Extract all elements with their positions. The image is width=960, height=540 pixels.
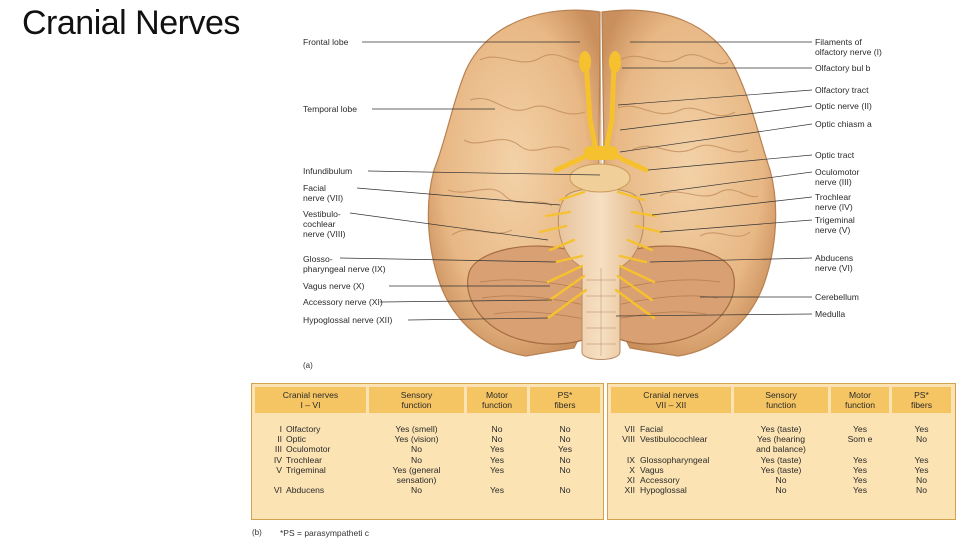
table-cell-names: Vestibulocochlear xyxy=(640,434,708,445)
table-cell-ps: Yes xyxy=(914,454,929,465)
table-cell-ps: No xyxy=(559,464,571,475)
table-cell-ps: No xyxy=(559,485,571,496)
table-cell-numerals: XI xyxy=(626,475,635,485)
table-cell-motor: Yes xyxy=(489,485,505,496)
table-cell-motor: Yes xyxy=(489,454,505,465)
table-cell-numerals: X xyxy=(629,464,635,475)
table-cell-sensory: Yes (taste) xyxy=(760,464,802,475)
header-cranial-nerves: Cranial nerves VII – XII xyxy=(611,387,731,413)
label-hypoglossal-nerve: Hypoglossal nerve (XII) xyxy=(303,315,393,325)
panel-a-label: (a) xyxy=(303,361,313,370)
table-cell-names: Olfactory xyxy=(286,424,321,434)
table-cell-numerals: IV xyxy=(273,454,282,465)
table-cell-sensory: Yes (general sensation) xyxy=(392,464,441,485)
label-cerebellum: Cerebellum xyxy=(815,292,859,302)
label-olfactory-bulb: Olfactory bul b xyxy=(815,63,871,73)
table-cell-ps: No xyxy=(559,434,571,445)
table-cell-names: Glossopharyngeal xyxy=(640,454,710,465)
table-cell-numerals: I xyxy=(279,424,282,434)
table-cell-motor: No xyxy=(491,424,503,434)
table-cell-ps: No xyxy=(559,454,571,465)
table-cell-names: Hypoglossal xyxy=(640,485,687,496)
header-cranial-nerves: Cranial nerves I – VI xyxy=(255,387,366,413)
table-cell-sensory: Yes (taste) xyxy=(760,454,802,465)
table-cell-names: Trigeminal xyxy=(286,464,326,475)
table-cell-motor: No xyxy=(491,434,503,445)
table-cell-names: Oculomotor xyxy=(286,444,331,455)
table-cell-motor: Yes xyxy=(489,464,505,475)
table-cell-ps: No xyxy=(916,434,927,445)
label-vagus-nerve: Vagus nerve (X) xyxy=(303,281,365,291)
table-nerves-vii-xii: Cranial nerves VII – XII Sensory functio… xyxy=(607,383,956,520)
table-cell-motor: Yes xyxy=(852,454,868,465)
table-cell-numerals: III xyxy=(274,444,282,455)
label-optic-tract: Optic tract xyxy=(815,150,855,160)
table-nerves-i-vi: Cranial nerves I – VI Sensory function M… xyxy=(251,383,604,520)
table-cell-motor: Yes xyxy=(852,464,868,475)
table-cell-sensory: No xyxy=(411,485,422,496)
table-cell-ps: Yes xyxy=(914,424,929,434)
table-cell-names: Vagus xyxy=(640,464,664,475)
header-ps: PS* fibers xyxy=(530,387,600,413)
table-cell-names: Abducens xyxy=(286,485,325,496)
header-ps: PS* fibers xyxy=(892,387,951,413)
slide-title: Cranial Nerves xyxy=(22,4,240,42)
header-motor: Motor function xyxy=(467,387,527,413)
table-cell-motor: Yes xyxy=(852,475,868,485)
table-cell-names: Trochlear xyxy=(286,454,322,465)
table-cell-motor: Yes xyxy=(852,485,868,496)
table-cell-numerals: VI xyxy=(273,485,282,496)
table-cell-names: Accessory xyxy=(640,475,680,485)
leader-lines xyxy=(339,41,813,321)
table-cell-ps: No xyxy=(916,485,927,496)
label-infundibulum: Infundibulum xyxy=(303,166,353,176)
table-cell-ps: No xyxy=(559,424,571,434)
table-cell-numerals: XII xyxy=(624,485,635,496)
table-cell-numerals: VIII xyxy=(622,434,635,445)
table-cell-motor: Som e xyxy=(847,434,873,445)
table-cell-sensory: No xyxy=(411,444,422,455)
label-medulla: Medulla xyxy=(815,309,846,319)
table-cell-motor: Yes xyxy=(852,424,868,434)
label-temporal-lobe: Temporal lobe xyxy=(303,104,357,114)
table-cell-sensory: No xyxy=(775,485,787,496)
table-cell-sensory: Yes (taste) xyxy=(760,424,802,434)
table-cell-names: Optic xyxy=(286,434,307,445)
label-optic-chiasma: Optic chiasm a xyxy=(815,119,872,129)
header-motor: Motor function xyxy=(831,387,889,413)
table-cell-ps: No xyxy=(916,475,927,485)
footnote: *PS = parasympatheti c xyxy=(280,528,370,538)
panel-b-label: (b) xyxy=(252,528,262,537)
gyri xyxy=(447,19,759,301)
label-olfactory-tract: Olfactory tract xyxy=(815,85,869,95)
table-cell-sensory: Yes (vision) xyxy=(394,434,439,445)
table-cell-sensory: No xyxy=(411,454,422,465)
table-cell-ps: Yes xyxy=(557,444,573,455)
table-cell-numerals: IX xyxy=(626,454,635,465)
table-cell-numerals: VII xyxy=(624,424,635,434)
label-accessory-nerve: Accessory nerve (XI) xyxy=(303,297,383,307)
table-cell-sensory: No xyxy=(775,475,787,485)
label-frontal-lobe: Frontal lobe xyxy=(303,37,349,47)
table-cell-names: Facial xyxy=(640,424,663,434)
table-cell-sensory: Yes (smell) xyxy=(395,424,438,434)
table-cell-motor: Yes xyxy=(489,444,505,455)
table-cell-numerals: II xyxy=(277,434,282,445)
label-glossopharyngeal-nerve: Glosso-pharyngeal nerve (IX) xyxy=(303,254,386,274)
table-cell-numerals: V xyxy=(276,464,282,475)
table-cell-sensory: Yes (hearing and balance) xyxy=(756,434,806,455)
header-sensory: Sensory function xyxy=(369,387,464,413)
header-sensory: Sensory function xyxy=(734,387,828,413)
table-cell-ps: Yes xyxy=(914,464,929,475)
label-optic-nerve: Optic nerve (II) xyxy=(815,101,872,111)
